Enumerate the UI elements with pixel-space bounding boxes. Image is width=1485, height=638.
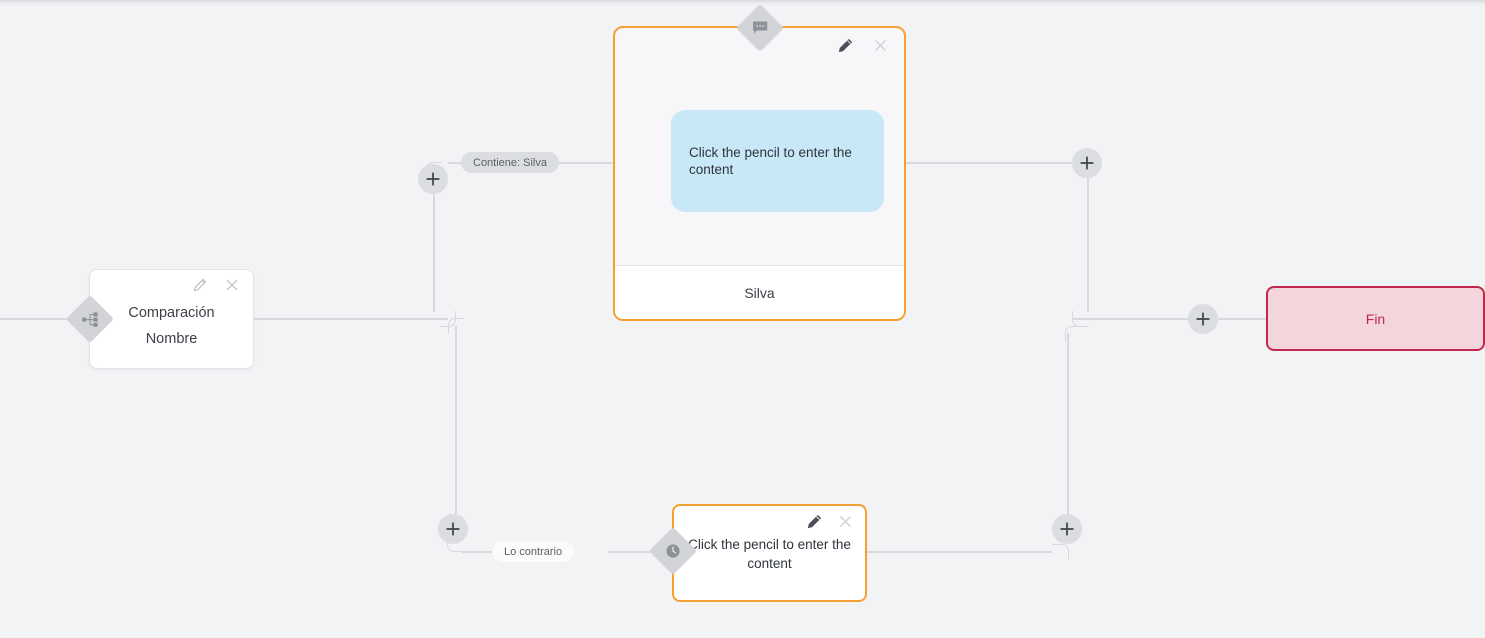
clock-icon: [665, 543, 681, 559]
edge-corner-split-down: [448, 318, 464, 334]
message-bubble: Click the pencil to enter the content: [671, 110, 884, 212]
plus-icon: [1059, 521, 1075, 537]
edge-top-merge-down: [1087, 178, 1089, 312]
delay-card-node[interactable]: Click the pencil to enter the content: [672, 504, 867, 602]
edge-merge-to-end-plus: [1072, 318, 1188, 320]
delay-card-actions: [807, 514, 853, 529]
message-card-actions: [838, 38, 888, 53]
edge-card-to-plus: [906, 162, 1072, 164]
comparison-node[interactable]: Comparación Nombre: [89, 269, 254, 369]
message-card-node[interactable]: Click the pencil to enter the content Si…: [613, 26, 906, 321]
comparison-node-title: Comparación: [128, 305, 215, 321]
message-card-body: Click the pencil to enter the content: [615, 28, 904, 265]
plus-icon: [1195, 311, 1211, 327]
chat-bubble-icon: [752, 20, 769, 36]
edge-lower-to-label: [462, 551, 494, 553]
edge-label-otherwise[interactable]: Lo contrario: [492, 541, 575, 562]
edge-corner-smallcard-up: [1052, 544, 1069, 560]
add-branch-true-button[interactable]: [418, 164, 448, 194]
delay-card-text: Click the pencil to enter the content: [688, 537, 851, 571]
edge-split-down: [455, 326, 457, 514]
comparison-node-actions: [193, 278, 239, 292]
sitemap-icon: [82, 311, 99, 328]
edge-end-plus-to-end: [1218, 318, 1267, 320]
close-icon[interactable]: [838, 514, 853, 529]
edge-lower-merge-up: [1067, 333, 1069, 529]
comparison-node-text: Comparación Nombre: [90, 300, 253, 352]
edge-split-up: [433, 180, 435, 312]
message-card-handle[interactable]: [735, 3, 785, 53]
comparison-node-subtitle: Nombre: [145, 331, 198, 347]
add-after-delay-button[interactable]: [1052, 514, 1082, 544]
edge-corner-merge-bottom: [1065, 326, 1081, 342]
edge-compare-out: [254, 318, 448, 320]
plus-icon: [1079, 155, 1095, 171]
pencil-icon[interactable]: [193, 278, 207, 292]
pencil-icon[interactable]: [838, 38, 853, 53]
plus-icon: [425, 171, 441, 187]
edge-label-contains[interactable]: Contiene: Silva: [461, 152, 559, 173]
comparison-handle[interactable]: [65, 294, 115, 344]
add-before-end-button[interactable]: [1188, 304, 1218, 334]
close-icon[interactable]: [225, 278, 239, 292]
delay-card-handle[interactable]: [648, 526, 698, 576]
message-card-footer: Silva: [615, 265, 904, 319]
edge-incoming: [0, 318, 76, 320]
edge-smallcard-to-plus: [867, 551, 1052, 553]
edge-corner-lower: [447, 536, 464, 552]
edge-label-to-small-card: [608, 551, 656, 553]
close-icon[interactable]: [873, 38, 888, 53]
plus-icon: [445, 521, 461, 537]
pencil-icon[interactable]: [807, 514, 822, 529]
window-top-chrome: [0, 0, 1485, 6]
add-after-message-button[interactable]: [1072, 148, 1102, 178]
end-node[interactable]: Fin: [1266, 286, 1485, 351]
edge-label-to-card: [551, 162, 615, 164]
add-branch-false-button[interactable]: [438, 514, 468, 544]
